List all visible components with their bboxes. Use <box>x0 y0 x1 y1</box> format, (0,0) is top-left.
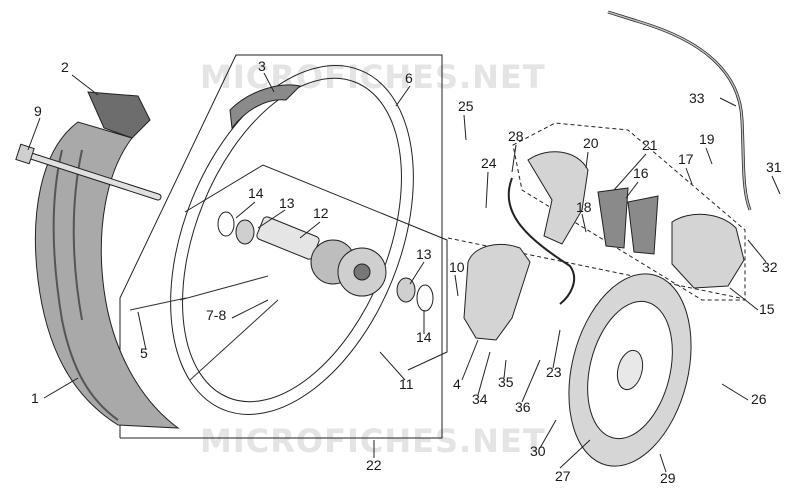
callout-3: 3 <box>258 58 266 74</box>
leader-line <box>521 359 541 403</box>
callout-labels: 1 2 3 4 5 6 7-8 9 10 11 12 13 13 14 14 1… <box>31 58 782 486</box>
brake-hose <box>507 10 752 305</box>
callout-4: 4 <box>453 376 461 392</box>
leader-line <box>552 329 561 369</box>
bearings-seals <box>217 211 434 312</box>
callout-6: 6 <box>405 70 413 86</box>
callout-34: 34 <box>472 391 488 407</box>
leader-line <box>27 117 41 151</box>
callout-36: 36 <box>515 399 531 415</box>
callout-31: 31 <box>766 159 782 175</box>
brake-caliper <box>527 151 745 289</box>
callout-28: 28 <box>508 128 524 144</box>
hub-assembly-frame <box>184 164 448 371</box>
callout-32: 32 <box>762 259 778 275</box>
leader-line <box>747 239 767 263</box>
callout-5: 5 <box>140 345 148 361</box>
leader-line <box>299 221 321 239</box>
leader-line <box>71 74 99 96</box>
callout-14-left: 14 <box>248 185 264 201</box>
leader-line <box>625 181 639 199</box>
callout-18: 18 <box>576 199 592 215</box>
callout-11: 11 <box>399 376 414 392</box>
callout-1: 1 <box>31 390 39 406</box>
callout-19: 19 <box>699 131 715 147</box>
leader-line <box>721 383 749 401</box>
brake-disc <box>568 273 692 467</box>
callout-2: 2 <box>61 59 69 75</box>
wheel-hub <box>256 216 387 297</box>
callout-27: 27 <box>555 468 571 484</box>
spokes <box>129 275 279 381</box>
leader-line <box>257 209 286 229</box>
leader-line <box>719 97 737 107</box>
leader-line <box>503 359 507 379</box>
leader-line <box>43 377 79 399</box>
caliper-bracket <box>463 244 531 341</box>
leader-line <box>613 153 647 191</box>
callout-7-8: 7-8 <box>206 307 226 323</box>
leader-line <box>454 274 459 297</box>
front-axle <box>15 143 162 201</box>
callout-14-right: 14 <box>416 329 432 345</box>
leader-line <box>729 287 759 311</box>
callout-23: 23 <box>546 364 562 380</box>
leader-line <box>485 171 489 209</box>
callout-17: 17 <box>678 151 694 167</box>
leader-line <box>395 85 411 107</box>
leader-line <box>231 299 269 319</box>
leader-line <box>409 261 425 285</box>
leader-line <box>461 339 479 381</box>
leader-line <box>511 144 517 173</box>
callout-21: 21 <box>642 137 658 153</box>
leader-line <box>137 311 147 351</box>
callout-25: 25 <box>458 98 474 114</box>
callout-16: 16 <box>633 165 649 181</box>
watermark-bottom: MICROFICHES.NET <box>200 422 546 460</box>
callout-33: 33 <box>689 90 705 106</box>
callout-15: 15 <box>759 301 775 317</box>
brake-pads <box>597 187 659 255</box>
callout-20: 20 <box>583 135 599 151</box>
leader-line <box>581 213 587 233</box>
callout-13-right: 13 <box>416 246 432 262</box>
leader-line <box>771 175 781 195</box>
callout-35: 35 <box>498 374 514 390</box>
leader-line <box>477 351 491 396</box>
leader-lines <box>27 72 781 473</box>
leader-line <box>263 72 275 93</box>
leader-line <box>463 114 467 141</box>
leader-line <box>685 167 693 185</box>
tire <box>34 91 180 429</box>
leader-line <box>559 439 591 469</box>
callout-26: 26 <box>751 391 767 407</box>
callout-10: 10 <box>449 259 465 275</box>
callout-12: 12 <box>313 205 329 221</box>
wheel-assembly-frame <box>119 54 443 439</box>
callout-9: 9 <box>34 103 42 119</box>
callout-30: 30 <box>530 443 546 459</box>
leader-line <box>585 151 589 169</box>
leader-line <box>379 351 406 381</box>
leader-line <box>705 147 713 165</box>
callout-22: 22 <box>366 457 382 473</box>
callout-24: 24 <box>481 155 497 171</box>
callout-29: 29 <box>660 470 676 486</box>
leader-line <box>539 419 557 449</box>
leader-line <box>659 453 667 473</box>
callout-13-left: 13 <box>279 195 295 211</box>
leader-line <box>235 201 256 219</box>
